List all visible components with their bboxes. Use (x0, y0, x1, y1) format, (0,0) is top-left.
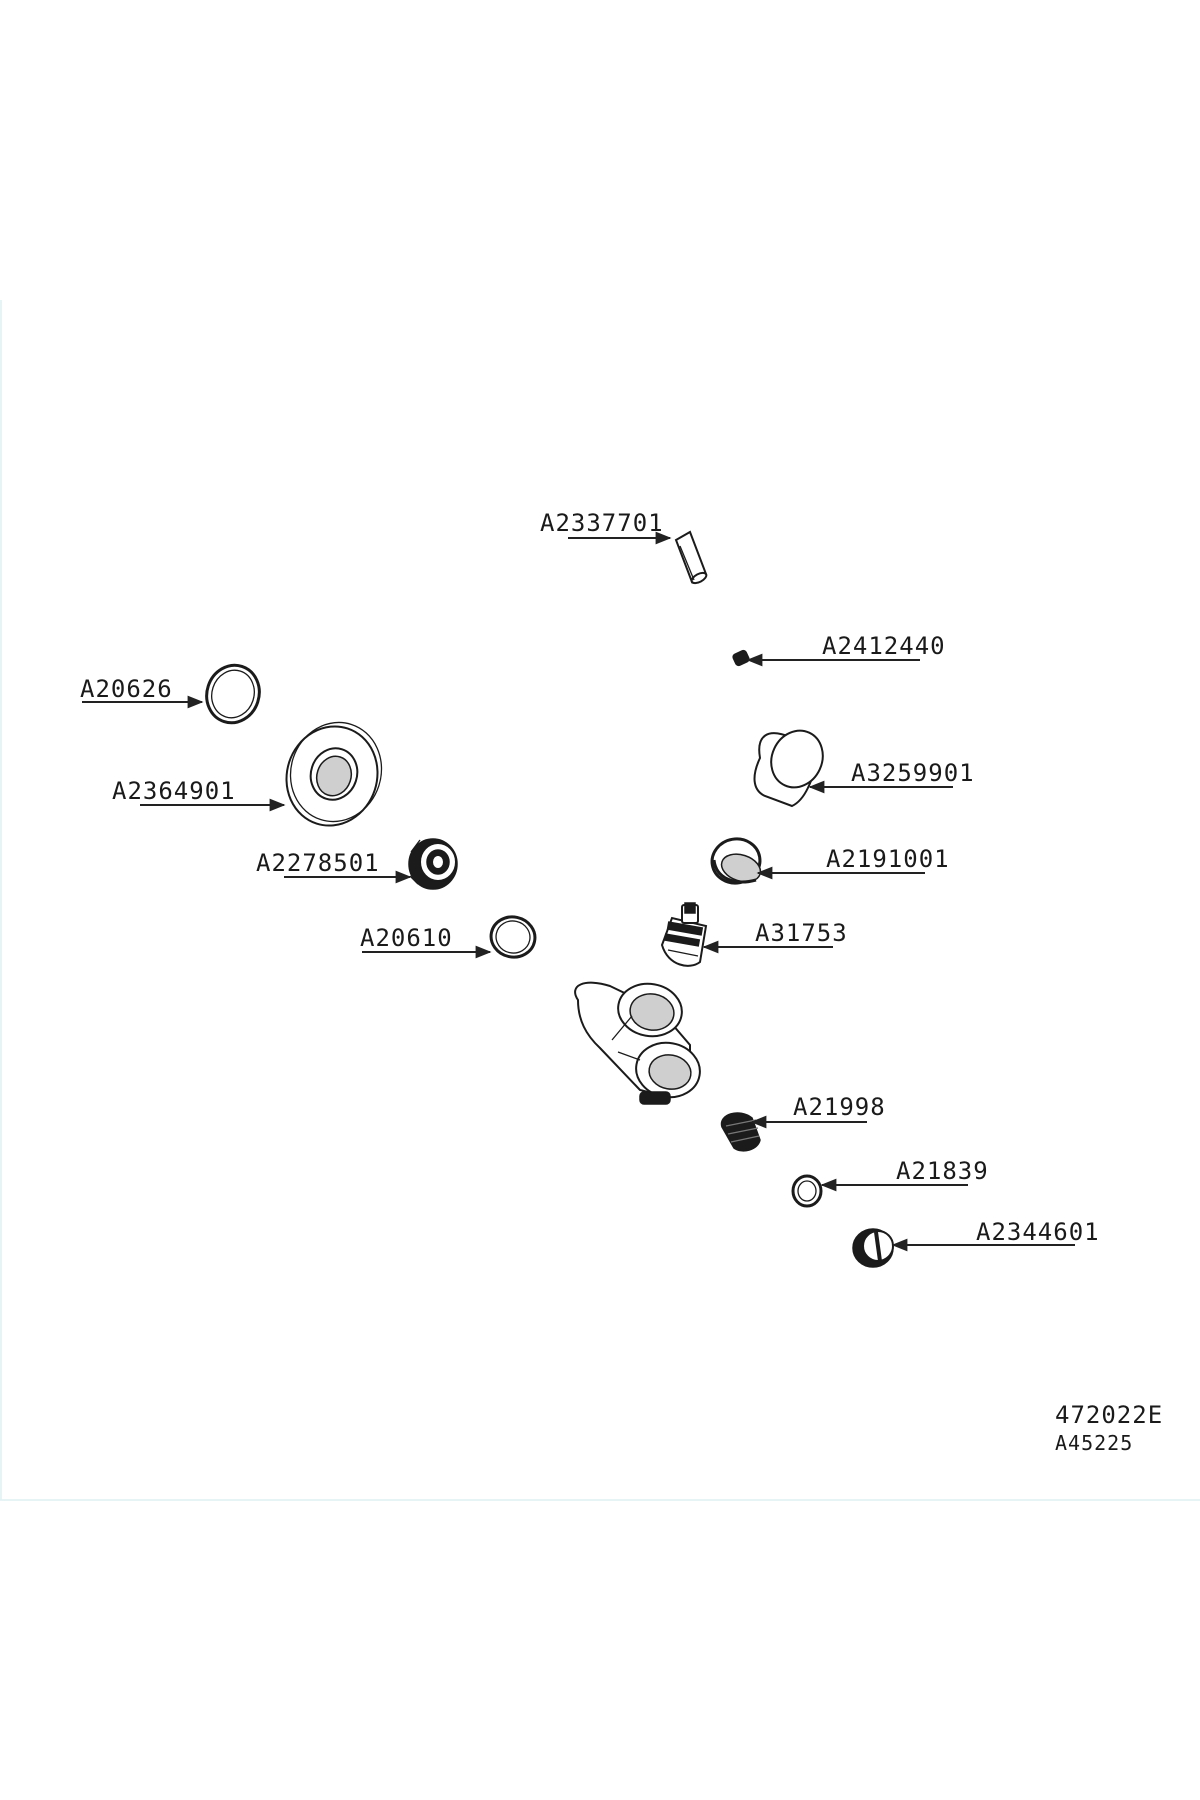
cap-pin-drawing (674, 530, 708, 585)
assembly-number: A45225 (1055, 1431, 1133, 1455)
part-label-sleeve-ring: A2191001 (826, 845, 950, 873)
part-label-escutcheon: A2364901 (112, 777, 236, 805)
oring-small-drawing (791, 1174, 823, 1208)
escutcheon-drawing (285, 721, 383, 827)
valve-body-drawing (574, 981, 701, 1105)
part-labels: A2337701 A2412440 A20626 A2364901 A32599… (80, 509, 1100, 1246)
filter-drawing (720, 1112, 761, 1152)
part-label-oring-medium: A20610 (360, 924, 453, 952)
part-label-cap: A2337701 (540, 509, 664, 537)
oring-medium-drawing (489, 915, 537, 959)
oring-large-drawing (205, 663, 261, 725)
part-label-bushing: A2278501 (256, 849, 380, 877)
sleeve-ring-drawing (710, 837, 762, 885)
part-label-oring-large: A20626 (80, 675, 173, 703)
leader-lines (82, 531, 1075, 1252)
plug-drawing (852, 1228, 894, 1268)
part-label-handle: A3259901 (851, 759, 975, 787)
drawing-number: 472022E (1055, 1401, 1163, 1429)
part-label-filter: A21998 (793, 1093, 886, 1121)
part-label-plug: A2344601 (976, 1218, 1100, 1246)
grub-screw-drawing (732, 649, 750, 667)
cartridge-drawing (660, 902, 708, 967)
part-label-cartridge: A31753 (755, 919, 848, 947)
part-label-grub-screw: A2412440 (822, 632, 946, 660)
handle-drawing (753, 729, 824, 808)
bushing-drawing (408, 838, 458, 890)
drawing-number-block: 472022E A45225 (1055, 1401, 1163, 1455)
part-label-oring-small: A21839 (896, 1157, 989, 1185)
